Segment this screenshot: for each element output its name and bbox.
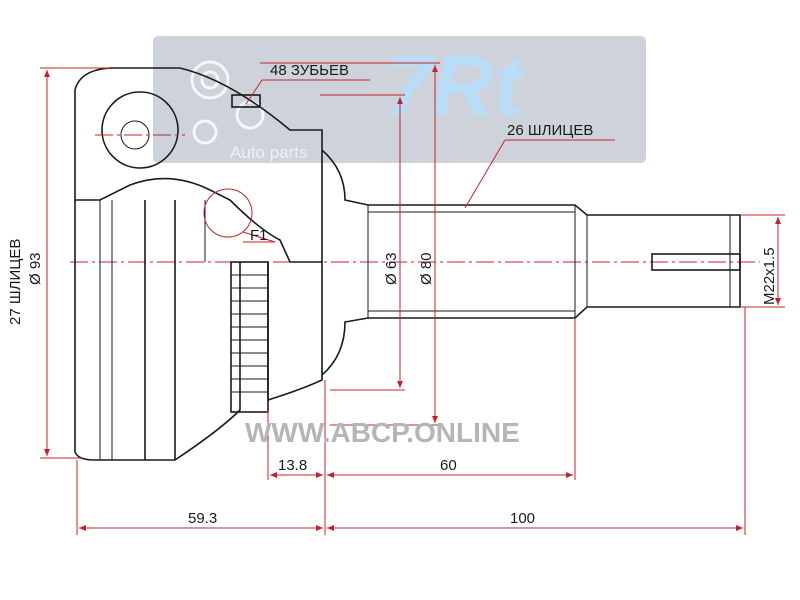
dia-93-label: Ø 93 [27,252,44,285]
site-watermark: WWW.ABCP.ONLINE [245,417,520,448]
watermark-logo: 7Rt [385,39,526,134]
thread-label: M22x1.5 [761,247,778,305]
dim-100: 100 [510,510,535,527]
housing [74,67,323,461]
inner-splines-label: 27 ШЛИЦЕВ [7,239,24,325]
detail-f1-label: F1 [250,227,268,244]
dia-80-label: Ø 80 [418,252,435,285]
watermark-subtitle: Auto parts [230,143,308,162]
dim-60: 60 [440,457,457,474]
dim-13-8: 13.8 [278,457,307,474]
gear-icon [190,60,265,145]
dim-59-3: 59.3 [188,510,217,527]
abs-ring [230,261,269,413]
outer-splines-label: 26 ШЛИЦЕВ [507,122,593,139]
teeth-label: 48 ЗУБЬЕВ [270,62,349,79]
dia-63-label: Ø 63 [383,252,400,285]
